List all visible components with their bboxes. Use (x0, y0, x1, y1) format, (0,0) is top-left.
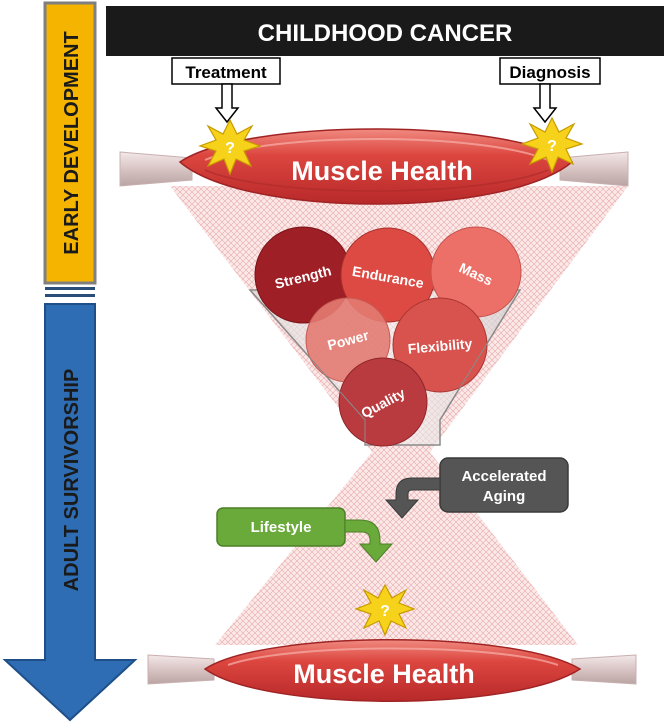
lifestyle-factor: Lifestyle (216, 507, 394, 563)
top-muscle-label: Muscle Health (291, 156, 473, 186)
accelerated-aging-line2: Aging (483, 488, 526, 505)
treatment-arrow (214, 83, 240, 124)
diagnosis-arrow (532, 83, 558, 124)
treatment-question-mark: ? (225, 140, 235, 157)
accelerated-aging-factor: Accelerated Aging (384, 457, 569, 519)
accelerated-aging-line1: Accelerated (461, 468, 546, 485)
muscle-components-funnel: Strength Endurance Mass Power Flexibilit… (248, 226, 522, 447)
lifestyle-label: Lifestyle (251, 519, 312, 536)
lifestyle-arrow (344, 519, 394, 563)
early-development-label: EARLY DEVELOPMENT (61, 31, 83, 254)
adult-survivorship-label: ADULT SURVIVORSHIP (61, 369, 83, 592)
component-flexibility-label: Flexibility (407, 335, 473, 357)
bottom-burst-icon: ? (354, 583, 416, 637)
component-strength: Strength (254, 226, 352, 324)
component-mass: Mass (430, 226, 522, 318)
top-muscle: Muscle Health (119, 128, 629, 205)
treatment-callout: Treatment (171, 57, 281, 124)
diagnosis-burst-icon: ? (520, 116, 584, 174)
diagnosis-question-mark: ? (547, 138, 557, 155)
timeline-divider (45, 287, 95, 297)
title-text: CHILDHOOD CANCER (258, 20, 513, 47)
treatment-label: Treatment (185, 63, 267, 82)
bottom-muscle: Muscle Health (147, 639, 637, 702)
bottom-question-mark: ? (380, 603, 390, 620)
treatment-burst-icon: ? (198, 118, 262, 176)
adult-survivorship-arrow: ADULT SURVIVORSHIP (2, 303, 138, 722)
diagnosis-callout: Diagnosis (499, 57, 601, 124)
accelerated-aging-arrow (384, 477, 441, 519)
diagnosis-label: Diagnosis (509, 63, 590, 82)
component-endurance: Endurance (340, 227, 436, 323)
lower-projection-cone (215, 452, 578, 645)
component-quality: Quality (338, 357, 428, 447)
component-flexibility: Flexibility (392, 297, 488, 393)
early-development-bar: EARLY DEVELOPMENT (43, 1, 97, 285)
bottom-muscle-label: Muscle Health (293, 659, 475, 689)
title-bar: CHILDHOOD CANCER (106, 6, 664, 56)
